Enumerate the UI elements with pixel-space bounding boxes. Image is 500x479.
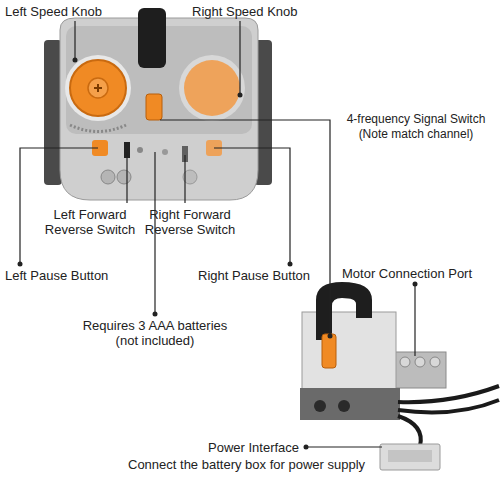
note-label: Connect the battery box for power supply — [128, 457, 365, 472]
knob-hub — [88, 78, 108, 98]
leader-dot — [304, 445, 309, 450]
signal-switch — [146, 94, 162, 120]
knob-ring — [179, 55, 245, 121]
leader-line — [20, 148, 98, 264]
leader-dot — [413, 282, 418, 287]
leader-dot — [153, 312, 158, 317]
leader-dot — [288, 262, 293, 267]
stud — [400, 357, 410, 367]
stud — [101, 170, 115, 184]
indicator — [137, 147, 143, 153]
leader-dot — [238, 93, 243, 98]
part-label: Right Pause Button — [198, 268, 310, 283]
leader-dot — [18, 262, 23, 267]
stud — [430, 357, 440, 367]
part-label: Power Interface — [208, 440, 299, 455]
axle-hole — [94, 84, 102, 92]
part-label: 4-frequency Signal Switch (Note match ch… — [336, 112, 496, 142]
part-label: Motor Connection Port — [342, 266, 472, 281]
left-knob — [70, 60, 126, 116]
leader-line — [414, 284, 415, 356]
leader-line — [184, 155, 185, 203]
leader-line — [214, 148, 290, 264]
leader-lines — [20, 21, 415, 447]
motor-cable — [398, 386, 499, 402]
leader-line — [239, 21, 240, 95]
receiver-base — [300, 388, 400, 420]
leader-dot — [73, 58, 78, 63]
motor-cable — [398, 400, 499, 412]
part-label: Left Pause Button — [5, 268, 108, 283]
part-label: Left Speed Knob — [5, 4, 102, 19]
pin-hole — [314, 400, 326, 412]
receiver-plate — [392, 352, 446, 388]
knob-ring — [65, 55, 131, 121]
stud — [415, 357, 425, 367]
part-label: Right Speed Knob — [192, 4, 298, 19]
indicator — [162, 149, 168, 155]
power-plug — [380, 444, 440, 470]
right-knob — [184, 60, 240, 116]
pin-hole — [338, 400, 350, 412]
remote-grip — [44, 40, 62, 185]
note-label: Requires 3 AAA batteries (not included) — [75, 318, 235, 348]
leader-line — [126, 152, 127, 203]
receiver-switch — [322, 334, 336, 368]
remote-antenna — [138, 8, 166, 68]
part-label: Right Forward Reverse Switch — [138, 207, 242, 237]
leader-dot — [328, 334, 333, 339]
receiver-antenna — [316, 282, 372, 340]
leader-line — [306, 446, 382, 447]
plug-face — [388, 450, 432, 462]
knob-scale — [70, 125, 126, 132]
power-cable — [398, 416, 421, 446]
leader-line — [74, 21, 75, 60]
stud — [117, 170, 131, 184]
part-label: Left Forward Reverse Switch — [38, 207, 142, 237]
